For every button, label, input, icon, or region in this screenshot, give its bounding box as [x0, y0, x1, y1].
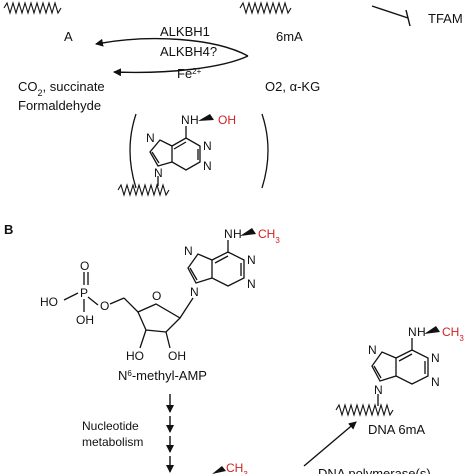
svg-text:N: N — [368, 343, 377, 357]
svg-text:O: O — [80, 259, 89, 273]
substrate-6ma: 6mA — [276, 29, 303, 44]
svg-text:N: N — [247, 277, 256, 291]
byproducts-line-1: CO2, succinate — [18, 79, 105, 98]
svg-text:HO: HO — [126, 349, 144, 363]
bracket-left — [129, 113, 137, 189]
svg-text:N: N — [247, 253, 256, 267]
bottom-methyl-partial: CH3 — [226, 461, 248, 474]
polymerase-arrow — [303, 421, 357, 467]
svg-text:CH3: CH3 — [258, 227, 280, 245]
tfam-label: TFAM — [428, 11, 463, 26]
byproducts-line-2: Formaldehyde — [18, 98, 101, 113]
hydroxymethyl-adenine: N H OH N N N N — [146, 113, 236, 186]
bottom-methyl-wedge — [212, 466, 226, 474]
polymerase-label: DNA polymerase(s) — [318, 466, 431, 474]
svg-text:N: N — [190, 285, 199, 299]
svg-text:H: H — [190, 113, 199, 127]
svg-text:N: N — [203, 159, 212, 173]
dna-strand-left — [3, 1, 62, 15]
svg-text:N: N — [184, 244, 193, 258]
demethylation-arrow — [95, 37, 249, 57]
byproduct-arrow — [113, 55, 249, 77]
svg-text:N: N — [224, 227, 233, 241]
enzyme-alkbh1: ALKBH1 — [160, 24, 210, 39]
dna-6ma-label: DNA 6mA — [368, 422, 425, 437]
svg-text:N: N — [431, 351, 440, 365]
svg-text:OH: OH — [168, 349, 186, 363]
cofactor-fe: Fe2+ — [177, 66, 202, 81]
dna-strand-6ma — [335, 403, 394, 417]
compound-name: N6-methyl-AMP — [118, 368, 207, 383]
svg-text:OH: OH — [218, 113, 236, 127]
tfam-inhibition-line — [371, 5, 409, 19]
tfam-inhibition-bar — [405, 9, 411, 27]
cosubstrates: O2, α-KG — [265, 79, 320, 94]
svg-text:N: N — [154, 166, 163, 180]
enzyme-alkbh4: ALKBH4? — [160, 44, 217, 59]
n6-methyl-amp-structure: N H CH3 N N N N O HO OH O P O H — [40, 227, 280, 363]
pathway-label-2: metabolism — [82, 435, 143, 449]
pathway-label-1: Nucleotide — [82, 419, 139, 433]
svg-text:P: P — [80, 286, 88, 300]
panel-a: TFAM ALKBH1 ALKBH4? A 6mA Fe2+ CO2, succ… — [3, 1, 463, 197]
svg-text:N: N — [374, 383, 383, 397]
bracket-right — [261, 113, 269, 189]
dna-strand-intermediate — [117, 183, 170, 197]
svg-text:N: N — [408, 325, 417, 339]
svg-text:N: N — [203, 139, 212, 153]
svg-text:O: O — [100, 299, 109, 313]
svg-text:OH: OH — [76, 313, 94, 327]
svg-text:H: H — [233, 227, 242, 241]
panel-b-label: B — [4, 222, 13, 237]
svg-text:N: N — [431, 375, 440, 389]
svg-text:HO: HO — [40, 295, 58, 309]
dna-6ma-structure: N H CH3 N N N N — [368, 325, 464, 406]
product-a: A — [64, 29, 73, 44]
svg-text:O: O — [152, 289, 161, 303]
svg-text:CH3: CH3 — [442, 325, 464, 343]
svg-text:N: N — [146, 131, 155, 145]
svg-text:H: H — [417, 325, 426, 339]
dna-strand-right — [239, 1, 292, 15]
svg-text:N: N — [181, 113, 190, 127]
panel-b: B N H CH3 N N N N O HO OH — [4, 222, 464, 474]
